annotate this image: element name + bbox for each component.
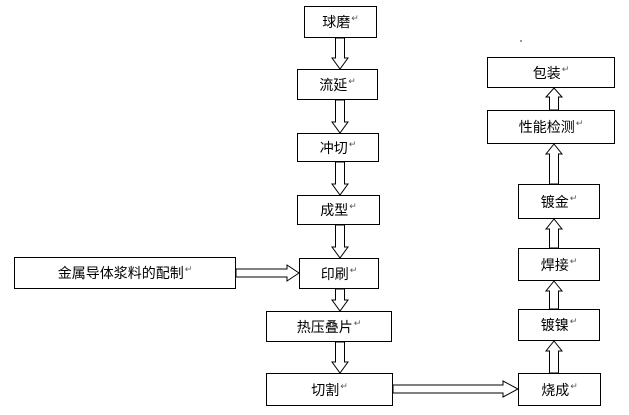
arrow-down-1: [331, 37, 349, 70]
step-label: 热压叠片: [296, 319, 353, 336]
arrow-down-3: [331, 161, 349, 196]
return-mark: ↵: [561, 64, 570, 75]
return-mark: ↵: [570, 381, 578, 392]
arrow-right-to-firing: [392, 380, 520, 398]
return-mark: ↵: [349, 265, 358, 276]
arrow-down-4: [331, 224, 349, 259]
step-label: 性能检测: [518, 120, 575, 136]
step-label: 镀镍: [540, 318, 569, 334]
step-hot-press-lamination: 热压叠片↵: [266, 311, 392, 342]
step-tape-casting: 流延↵: [297, 69, 378, 100]
step-label: 球磨: [322, 15, 351, 31]
return-mark: ↵: [349, 202, 357, 212]
step-gold-plating: 镀金↵: [518, 184, 600, 219]
step-label: 切割: [311, 382, 340, 399]
arrow-up-2: [544, 280, 564, 310]
step-label: 金属导体浆料的配制: [57, 266, 184, 282]
arrow-down-2: [331, 99, 349, 134]
return-mark: ↵: [569, 193, 578, 204]
return-mark: ↵: [353, 318, 362, 329]
step-ball-milling: 球磨↵: [304, 6, 377, 38]
step-label: 包装: [532, 65, 561, 82]
arrow-right-side-input: [235, 264, 300, 282]
step-label: 流延: [319, 77, 348, 94]
step-firing: 烧成↵: [518, 373, 601, 406]
step-forming: 成型↵: [297, 195, 380, 225]
arrow-up-3: [544, 218, 564, 249]
return-mark: ↵: [569, 256, 578, 267]
stray-dot: [520, 40, 522, 42]
arrow-up-4: [544, 143, 564, 185]
arrow-down-5: [331, 288, 349, 312]
step-punching: 冲切↵: [297, 133, 379, 162]
return-mark: ↵: [184, 265, 193, 275]
arrow-down-6: [331, 341, 349, 374]
step-conductor-paste-preparation: 金属导体浆料的配制↵: [14, 257, 236, 289]
step-welding: 焊接↵: [518, 248, 600, 281]
step-packaging: 包装↵: [487, 57, 615, 88]
step-label: 镀金: [540, 194, 569, 211]
return-mark: ↵: [348, 139, 357, 150]
step-label: 冲切: [319, 140, 348, 157]
step-label: 印刷: [320, 266, 349, 283]
arrow-up-1: [544, 340, 564, 374]
arrow-up-5: [544, 87, 564, 111]
return-mark: ↵: [348, 76, 356, 87]
step-printing: 印刷↵: [299, 258, 379, 289]
step-nickel-plating: 镀镍↵: [518, 309, 600, 341]
return-mark: ↵: [351, 14, 359, 24]
return-mark: ↵: [569, 317, 578, 327]
step-label: 烧成: [541, 382, 570, 399]
return-mark: ↵: [340, 381, 348, 392]
return-mark: ↵: [575, 119, 584, 129]
step-cutting: 切割↵: [266, 373, 393, 406]
step-label: 成型: [320, 203, 349, 219]
step-performance-testing: 性能检测↵: [487, 110, 615, 144]
step-label: 焊接: [540, 257, 569, 274]
